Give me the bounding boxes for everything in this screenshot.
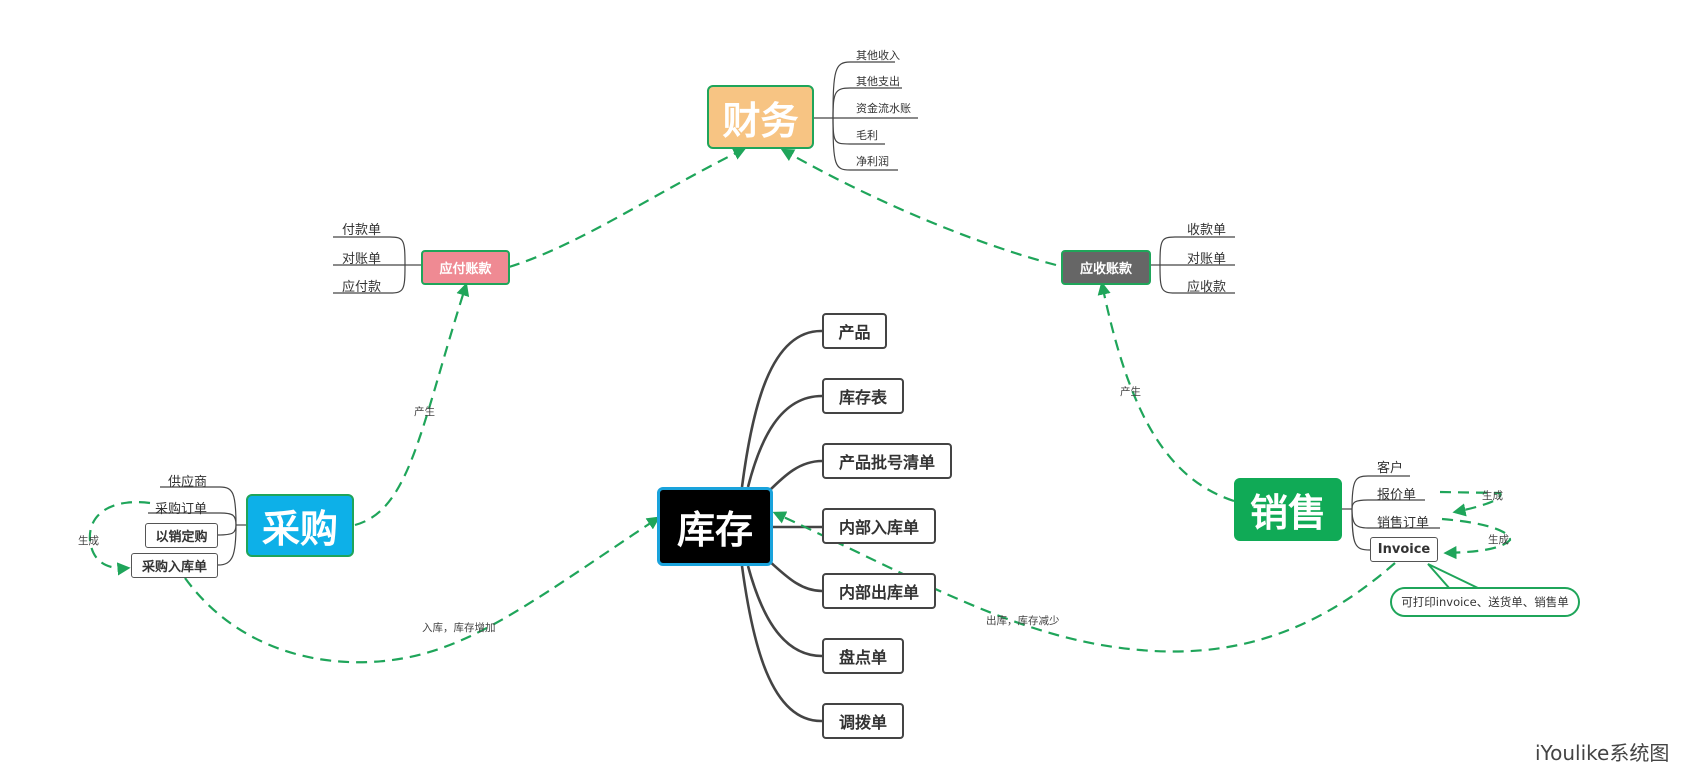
- purchase-to-payable-connector: [354, 282, 470, 527]
- sales-child-invoice[interactable]: Invoice: [1370, 537, 1438, 562]
- payable-child-payable[interactable]: 应付款: [342, 280, 382, 295]
- callout-pointer: [1427, 563, 1481, 590]
- relation-connectors: [88, 147, 1512, 664]
- payable-child-payment[interactable]: 付款单: [342, 223, 382, 238]
- purchase-loop-connector: [88, 501, 151, 576]
- purchase-to-inventory-label: 入库，库存增加: [422, 622, 496, 634]
- purchase-branch-lines: [148, 486, 246, 566]
- inventory-child-stock-list[interactable]: 库存表: [822, 378, 904, 414]
- quote-to-order-connector: [1439, 490, 1502, 517]
- purchase-child-receipt-note[interactable]: 采购入库单: [131, 553, 218, 578]
- purchase-child-supplier[interactable]: 供应商: [168, 475, 208, 490]
- purchase-child-sale-based-purchase[interactable]: 以销定购: [145, 523, 218, 548]
- inventory-child-product[interactable]: 产品: [822, 313, 887, 349]
- payable-node[interactable]: 应付账款: [421, 250, 510, 285]
- receivable-node[interactable]: 应收账款: [1061, 250, 1151, 285]
- inventory-node[interactable]: 库存: [657, 487, 773, 566]
- receivable-child-receivable[interactable]: 应收款: [1187, 280, 1227, 295]
- receivable-label: 应收账款: [1079, 262, 1132, 277]
- purchase-child-order[interactable]: 采购订单: [155, 502, 208, 517]
- payable-label: 应付账款: [439, 262, 492, 277]
- sales-label: 销售: [1249, 491, 1326, 535]
- inventory-label: 库存: [676, 508, 753, 552]
- finance-child-cash-journal[interactable]: 资金流水账: [856, 102, 911, 115]
- invoice-callout: 可打印invoice、送货单、销售单: [1390, 587, 1580, 617]
- finance-label: 财务: [722, 98, 799, 143]
- receivable-child-receipt[interactable]: 收款单: [1187, 223, 1227, 238]
- receivable-child-statement[interactable]: 对账单: [1187, 252, 1227, 267]
- finance-child-gross-profit[interactable]: 毛利: [856, 129, 878, 142]
- sales-node[interactable]: 销售: [1234, 478, 1342, 541]
- payable-child-statement[interactable]: 对账单: [342, 252, 382, 267]
- inventory-child-internal-out[interactable]: 内部出库单: [822, 573, 936, 609]
- finance-branch-lines: [814, 61, 918, 171]
- sales-to-receivable-label: 产生: [1120, 386, 1141, 398]
- inventory-child-transfer[interactable]: 调拨单: [822, 703, 904, 739]
- finance-node[interactable]: 财务: [707, 85, 814, 149]
- finance-child-other-expense[interactable]: 其他支出: [856, 75, 900, 88]
- purchase-label: 采购: [261, 507, 338, 551]
- finance-child-net-profit[interactable]: 净利润: [856, 155, 889, 168]
- purchase-to-inventory-connector: [184, 516, 661, 664]
- sales-branch-lines: [1342, 475, 1440, 551]
- order-to-invoice-label: 生成: [1488, 534, 1509, 546]
- sales-to-inventory-connector: [772, 511, 1396, 653]
- purchase-loop-label: 生成: [78, 535, 99, 547]
- inventory-branch-lines: [740, 329, 823, 723]
- payable-branch-lines: [333, 236, 421, 294]
- receivable-branch-lines: [1151, 236, 1235, 294]
- finance-child-other-income[interactable]: 其他收入: [856, 49, 900, 62]
- sales-child-order[interactable]: 销售订单: [1377, 516, 1430, 531]
- sales-child-customer[interactable]: 客户: [1377, 461, 1404, 476]
- payable-to-finance-connector: [508, 147, 747, 269]
- watermark: iYoulike系统图: [1535, 741, 1670, 765]
- purchase-to-payable-label: 产生: [414, 406, 435, 418]
- order-to-invoice-connector: [1441, 517, 1512, 560]
- inventory-child-batch-list[interactable]: 产品批号清单: [822, 443, 952, 479]
- inventory-child-internal-in[interactable]: 内部入库单: [822, 508, 936, 544]
- sales-to-receivable-connector: [1097, 281, 1235, 503]
- sales-to-inventory-label: 出库，库存减少: [986, 615, 1060, 627]
- sales-child-quote[interactable]: 报价单: [1377, 488, 1417, 503]
- receivable-to-finance-connector: [780, 148, 1057, 267]
- inventory-child-stocktake[interactable]: 盘点单: [822, 638, 904, 674]
- purchase-node[interactable]: 采购: [246, 494, 354, 557]
- quote-to-order-label: 生成: [1482, 490, 1503, 502]
